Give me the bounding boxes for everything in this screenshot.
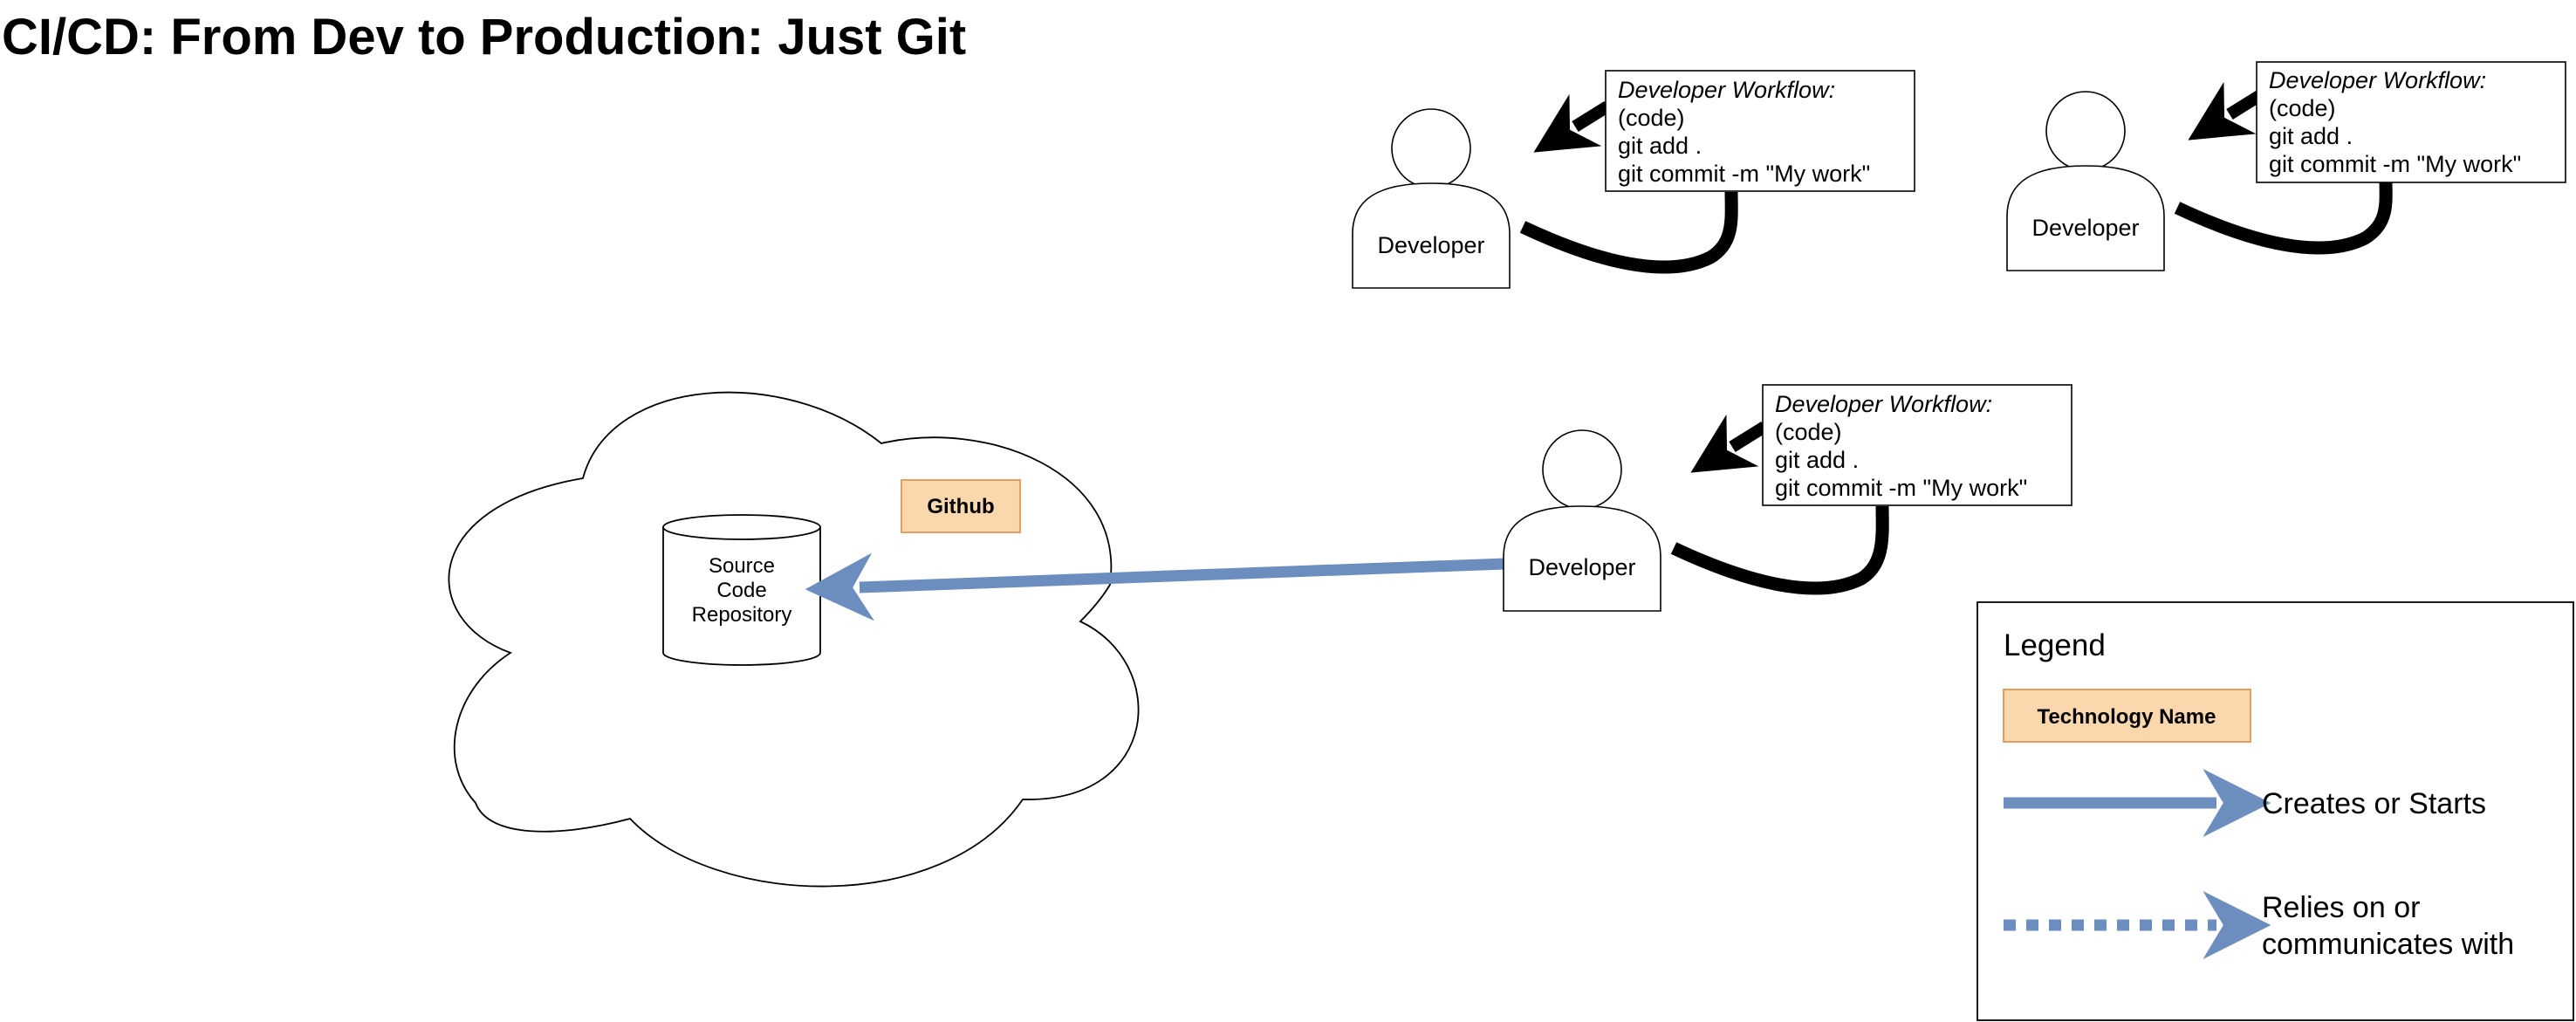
developer-2[interactable]: Developer [2006,91,2165,271]
developer-label: Developer [2031,215,2139,241]
repository-label-line-3: Repository [692,603,792,627]
developer-head [2045,91,2126,171]
workflow-line: (code) [1618,105,1685,131]
legend-solid-arrow-label: Creates or Starts [2262,787,2486,820]
legend-frame [1977,601,2574,1021]
repository-cylinder-top [662,514,821,540]
workflow-line: git commit -m "My work" [2269,151,2521,177]
workflow-line: git commit -m "My work" [1775,475,2027,501]
workflow-note-1: Developer Workflow: (code) git add . git… [1605,70,1915,192]
developer-body [1503,505,1661,612]
workflow-heading: Developer Workflow: [1775,391,1992,417]
page-title: CI/CD: From Dev to Production: Just Git [2,9,966,65]
workflow-note-2: Developer Workflow: (code) git add . git… [2256,61,2566,183]
workflow-line: git commit -m "My work" [1618,161,1870,187]
workflow-loop-arrow-2 [2174,181,2393,255]
workflow-line: (code) [1775,419,1842,445]
workflow-return-arrow-1 [1533,93,1611,153]
workflow-line: git add . [1618,133,1702,159]
repository-label-line-1: Source [709,554,775,578]
workflow-line: git add . [1775,447,1859,473]
source-code-repository[interactable]: Source Code Repository [662,514,821,666]
legend-tech-badge-label: Technology Name [2038,705,2216,729]
github-badge-label: Github [927,495,994,518]
developer-label: Developer [1528,554,1635,580]
github-cloud[interactable]: Github Source Code Repository [448,391,1140,888]
developer-1[interactable]: Developer [1352,108,1511,289]
workflow-line: (code) [2269,95,2336,121]
legend-tech-badge [2003,689,2251,743]
developer-label: Developer [1377,232,1484,258]
developer-body [1352,182,1511,289]
push-arrow [805,552,1506,621]
developer-head [1542,429,1622,510]
workflow-note-3: Developer Workflow: (code) git add . git… [1762,384,2072,506]
workflow-loop-arrow-1 [1519,191,1738,274]
workflow-return-arrow-3 [1690,414,1768,473]
legend-title: Legend [2004,628,2106,662]
developer-head [1391,108,1471,189]
legend: Legend Technology Name Creates or Starts… [1977,601,2574,1021]
legend-dotted-arrow-label-line-2: communicates with [2262,928,2514,961]
legend-dotted-arrow-label-line-1: Relies on or [2262,891,2420,924]
workflow-line: git add . [2269,123,2353,149]
repository-cylinder-body [662,527,821,666]
github-badge: Github [901,479,1021,533]
workflow-heading: Developer Workflow: [2269,67,2486,93]
repository-label-line-2: Code [716,579,766,602]
workflow-heading: Developer Workflow: [1618,77,1835,103]
developer-3[interactable]: Developer [1503,429,1661,612]
workflow-loop-arrow-3 [1670,505,1889,595]
developer-body [2006,165,2165,271]
